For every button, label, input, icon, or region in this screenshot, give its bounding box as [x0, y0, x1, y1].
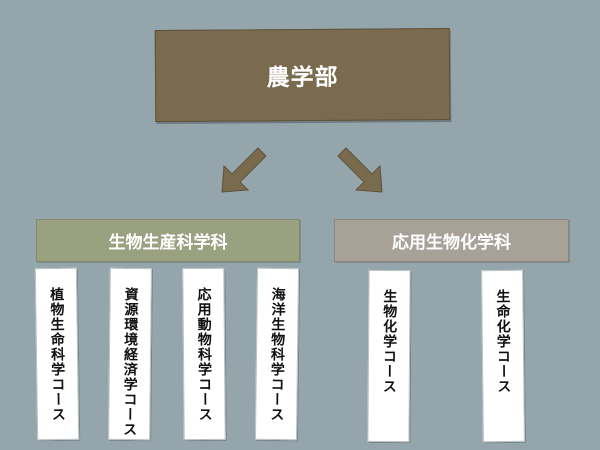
department-label: 生物生産科学科	[108, 233, 228, 253]
arrow-left-down-icon	[221, 147, 267, 193]
course-box-marine-bio: 海洋生物科学コース	[254, 267, 300, 441]
course-label: 生命化学コース	[494, 288, 512, 395]
course-label: 生物化学コース	[380, 288, 398, 395]
course-label: 資源環境経済学コース	[121, 286, 139, 438]
course-label: 植物生命科学コース	[48, 286, 66, 423]
arrow-right-down-icon	[337, 147, 383, 193]
department-label: 応用生物化学科	[392, 233, 511, 253]
course-label: 応用動物科学コース	[195, 286, 213, 423]
course-box-applied-animal: 応用動物科学コース	[182, 267, 226, 441]
faculty-box: 農学部	[154, 27, 451, 123]
course-box-plant-life: 植物生命科学コース	[34, 267, 80, 441]
course-box-resource-econ: 資源環境経済学コース	[108, 267, 152, 441]
department-box-bio-production: 生物生産科学科	[36, 219, 300, 262]
course-label: 海洋生物科学コース	[268, 286, 286, 423]
course-box-life-chem: 生命化学コース	[481, 269, 525, 443]
course-box-biochem: 生物化学コース	[367, 269, 411, 443]
faculty-label: 農学部	[266, 64, 339, 92]
department-box-applied-biochem: 応用生物化学科	[334, 219, 569, 262]
